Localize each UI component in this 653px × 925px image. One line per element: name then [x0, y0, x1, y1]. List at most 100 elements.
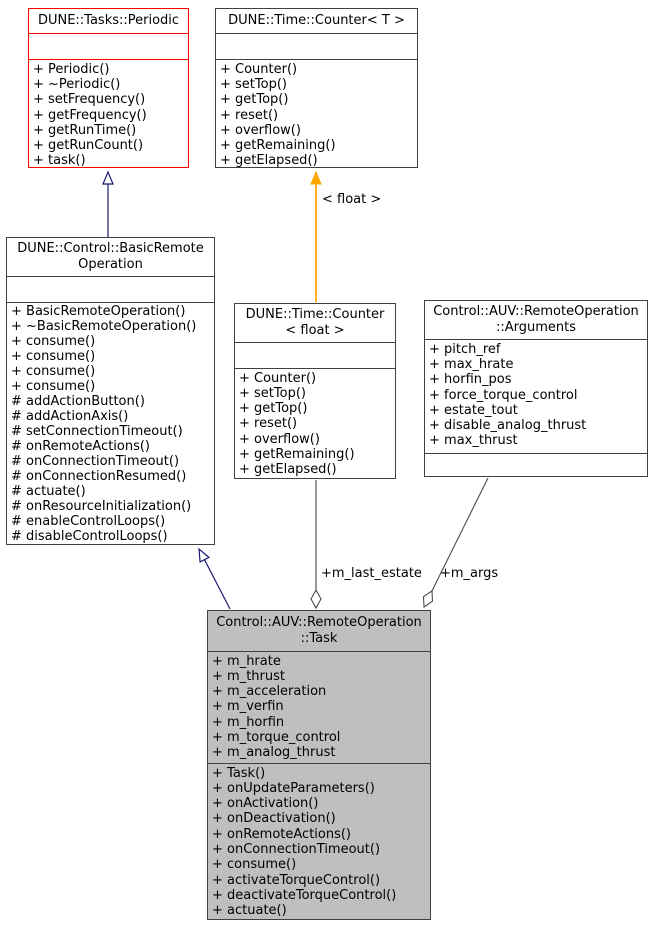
text-line: + consume() — [11, 333, 96, 349]
text-line: # actuate() — [11, 484, 86, 500]
text-line: + m_thrust — [212, 669, 285, 685]
text-line: < float > — [285, 322, 345, 338]
text-line: # onConnectionResumed() — [11, 469, 187, 485]
text-line: + onRemoteActions() — [212, 826, 352, 842]
text-line: + consume() — [11, 378, 96, 394]
text-line: + Task() — [212, 765, 266, 781]
class-box-dune-tasks-periodic[interactable]: DUNE::Tasks::Periodic + Periodic()+ ~Per… — [28, 8, 189, 168]
text-line: DUNE::Tasks::Periodic — [37, 13, 180, 29]
text-line: + getRemaining() — [239, 446, 355, 462]
text-line: + force_torque_control — [429, 387, 578, 403]
text-line: + onActivation() — [212, 796, 319, 812]
class-title: DUNE::Tasks::Periodic — [29, 9, 188, 33]
class-attributes — [235, 341, 395, 368]
text-line: Operation — [78, 256, 143, 272]
text-line: + task() — [33, 153, 86, 167]
text-line: + getRemaining() — [220, 137, 336, 153]
text-line: ::Task — [300, 630, 338, 646]
text-line: + onConnectionTimeout() — [212, 842, 381, 858]
text-line: + consume() — [11, 363, 96, 379]
edge-label-m-args: +m_args — [440, 566, 499, 581]
class-attributes — [29, 33, 188, 58]
class-box-dune-time-counter-float[interactable]: DUNE::Time::Counter< float > + Counter()… — [234, 303, 396, 479]
text-line: + setFrequency() — [33, 92, 146, 108]
text-line: # addActionButton() — [11, 393, 145, 409]
text-line: + onUpdateParameters() — [212, 780, 375, 796]
text-line: Control::AUV::RemoteOperation — [216, 614, 422, 630]
text-line: + pitch_ref — [429, 342, 501, 357]
text-line: + getRunCount() — [33, 137, 144, 153]
text-line: + ~BasicRemoteOperation() — [11, 318, 197, 334]
text-line: + activateTorqueControl() — [212, 872, 381, 888]
text-line: + getElapsed() — [239, 462, 337, 478]
class-attributes — [216, 33, 417, 58]
text-line: DUNE::Time::Counter< T > — [228, 13, 405, 29]
class-methods: + BasicRemoteOperation()+ ~BasicRemoteOp… — [7, 301, 214, 544]
text-line: # onRemoteActions() — [11, 439, 151, 455]
text-line: + overflow() — [220, 122, 301, 138]
text-line: + deactivateTorqueControl() — [212, 887, 397, 903]
text-line: + Counter() — [239, 370, 317, 386]
text-line: DUNE::Control::BasicRemote — [17, 240, 204, 256]
edge-label-m-last-estate: +m_last_estate — [321, 566, 422, 581]
text-line: # addActionAxis() — [11, 408, 129, 424]
text-line: + getFrequency() — [33, 107, 147, 123]
text-line: + m_torque_control — [212, 729, 341, 745]
class-title: Control::AUV::RemoteOperation::Task — [208, 611, 430, 651]
text-line: + reset() — [220, 107, 279, 123]
text-line: + actuate() — [212, 903, 287, 919]
edge-label-template-float: < float > — [322, 192, 382, 207]
class-box-dune-time-counter-t[interactable]: DUNE::Time::Counter< T > + Counter()+ se… — [215, 8, 418, 168]
text-line: + disable_analog_thrust — [429, 418, 587, 434]
text-line: # onConnectionTimeout() — [11, 454, 180, 470]
text-line: + m_verfin — [212, 699, 284, 715]
class-methods — [425, 453, 647, 476]
class-title: DUNE::Time::Counter< T > — [216, 9, 417, 33]
text-line: + setTop() — [220, 77, 287, 93]
text-line: # onResourceInitialization() — [11, 499, 192, 515]
text-line: + m_horfin — [212, 714, 285, 730]
text-line: + Periodic() — [33, 61, 110, 77]
class-attributes: + m_hrate+ m_thrust+ m_acceleration+ m_v… — [208, 650, 430, 763]
text-line: + getRunTime() — [33, 122, 137, 138]
text-line: DUNE::Time::Counter — [245, 306, 385, 322]
text-line: + m_acceleration — [212, 684, 327, 700]
class-attributes — [7, 275, 214, 302]
class-methods: + Task()+ onUpdateParameters()+ onActiva… — [208, 762, 430, 919]
class-box-control-auv-remoteoperation-task[interactable]: Control::AUV::RemoteOperation::Task + m_… — [207, 610, 431, 920]
text-line: + getTop() — [239, 401, 308, 417]
text-line: + m_analog_thrust — [212, 745, 336, 761]
text-line: ::Arguments — [495, 320, 577, 335]
class-title: Control::AUV::RemoteOperation::Arguments — [425, 301, 647, 339]
text-line: + getTop() — [220, 92, 289, 108]
text-line: # setConnectionTimeout() — [11, 424, 183, 440]
text-line: + consume() — [212, 857, 297, 873]
text-line: + BasicRemoteOperation() — [11, 303, 186, 319]
text-line: + max_thrust — [429, 433, 518, 449]
text-line: + max_hrate — [429, 357, 514, 373]
text-line: + horfin_pos — [429, 372, 512, 388]
class-methods: + Counter()+ setTop()+ getTop()+ reset()… — [235, 367, 395, 478]
text-line: # enableControlLoops() — [11, 514, 166, 530]
class-attributes: + pitch_ref+ max_hrate+ horfin_pos+ forc… — [425, 339, 647, 453]
text-line: + Counter() — [220, 61, 298, 77]
text-line: + reset() — [239, 416, 298, 432]
class-title: DUNE::Time::Counter< float > — [235, 304, 395, 342]
text-line: + overflow() — [239, 431, 320, 447]
text-line: + onDeactivation() — [212, 811, 336, 827]
class-box-control-auv-remoteoperation-arguments[interactable]: Control::AUV::RemoteOperation::Arguments… — [424, 300, 648, 477]
inheritance-edge-task-to-basicremote — [198, 547, 231, 610]
text-line: + m_hrate — [212, 653, 281, 669]
aggregation-edge-m-args — [422, 477, 489, 609]
text-line: # disableControlLoops() — [11, 529, 168, 544]
text-line: + setTop() — [239, 386, 306, 402]
text-line: + getElapsed() — [220, 153, 318, 167]
class-methods: + Counter()+ setTop()+ getTop()+ reset()… — [216, 58, 417, 167]
text-line: + ~Periodic() — [33, 77, 121, 93]
text-line: Control::AUV::RemoteOperation — [433, 304, 639, 319]
text-line: + consume() — [11, 348, 96, 364]
class-methods: + Periodic()+ ~Periodic()+ setFrequency(… — [29, 58, 188, 167]
